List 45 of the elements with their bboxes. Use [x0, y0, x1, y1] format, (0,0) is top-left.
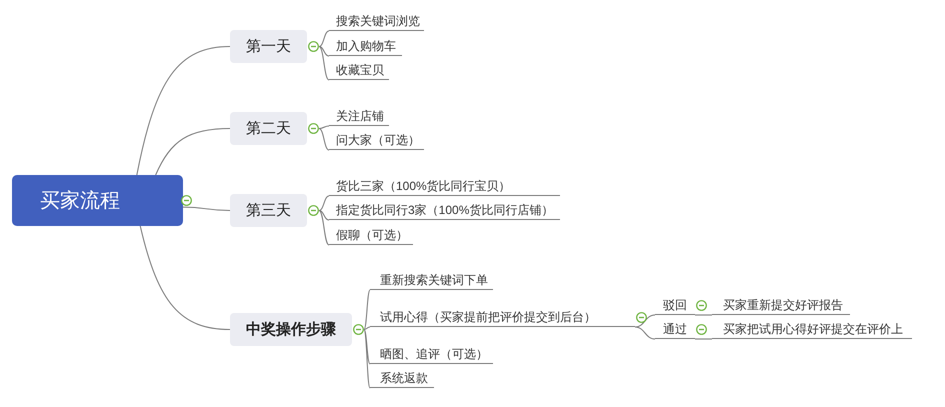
connector-line	[318, 128, 330, 150]
connector-line	[318, 196, 330, 211]
subtopic-text: 买家重新提交好评报告	[712, 297, 850, 315]
subtopic-text: 指定货比同行3家（100%货比同行店铺）	[329, 202, 560, 220]
subtopic-text: 关注店铺	[329, 108, 389, 126]
topic-box	[230, 30, 307, 63]
connector-line	[318, 46, 330, 80]
connector-line	[364, 329, 370, 388]
connector-line	[155, 128, 230, 176]
topic-label: 中奖操作步骤	[246, 320, 336, 339]
subtopic-text: 货比三家（100%货比同行宝贝）	[329, 178, 560, 196]
subtopic-text: 系统返款	[370, 370, 434, 388]
subtopic-text: 通过	[655, 321, 695, 339]
connector-line	[364, 290, 370, 330]
subtopic-text: 搜索关键词浏览	[329, 13, 424, 31]
subtopic-text: 买家把试用心得好评提交在评价上	[712, 321, 912, 339]
connector-line	[694, 314, 712, 316]
connector-line	[694, 338, 712, 340]
topic-label: 买家流程	[40, 189, 120, 214]
connector-line	[634, 326, 656, 340]
topic-box	[230, 194, 307, 227]
central-topic-box	[12, 175, 183, 226]
connector-line	[136, 46, 230, 176]
connector-line	[318, 210, 330, 220]
topic-label: 第二天	[246, 119, 291, 138]
connector-line	[634, 314, 656, 328]
topic-label: 第一天	[246, 37, 291, 56]
subtopic-text: 试用心得（买家提前把评价提交到后台）	[370, 309, 635, 327]
connector-line	[318, 46, 330, 56]
subtopic-text: 晒图、追评（可选）	[370, 346, 493, 364]
connector-line	[140, 226, 230, 330]
topic-box	[230, 112, 307, 145]
connector-line	[182, 206, 230, 211]
connector-line	[364, 329, 370, 364]
subtopic-text: 加入购物车	[329, 38, 402, 56]
subtopic-text: 假聊（可选）	[329, 227, 413, 245]
connector-line	[318, 30, 330, 47]
connector-line	[318, 210, 330, 246]
topic-box	[230, 313, 352, 346]
subtopic-text: 重新搜索关键词下单	[370, 272, 493, 290]
connector-line	[318, 126, 330, 129]
subtopic-text: 问大家（可选）	[329, 132, 424, 150]
subtopic-text: 收藏宝贝	[329, 62, 389, 80]
subtopic-text: 驳回	[655, 297, 695, 315]
topic-label: 第三天	[246, 201, 291, 220]
